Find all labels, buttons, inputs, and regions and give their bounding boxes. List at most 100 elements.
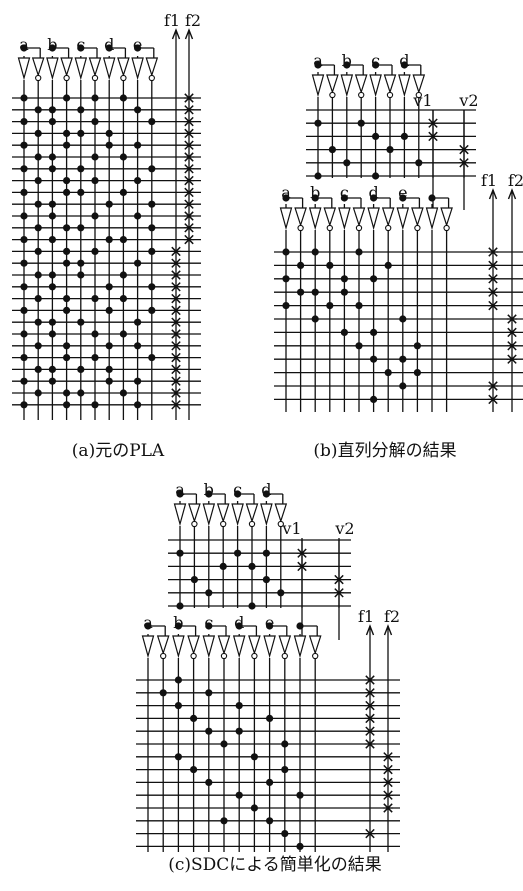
complement-inverter (278, 635, 292, 660)
inverter-triangle (274, 503, 288, 523)
complement-inverter (274, 503, 288, 528)
input-label-d: d (261, 480, 271, 499)
crosspoint-dot (357, 119, 365, 127)
crosspoint-dot (266, 714, 274, 723)
inverter-triangle (187, 635, 200, 655)
crosspoint-dot (190, 714, 198, 723)
crosspoint-dot (248, 602, 256, 610)
inversion-bubble (191, 520, 198, 528)
inverter-triangle (31, 57, 45, 77)
crosspoint-dot (48, 271, 57, 279)
crosspoint-dot (384, 369, 392, 377)
crosspoint-dot (174, 702, 182, 710)
output-cross-mark (170, 282, 182, 292)
complement-inverter (156, 635, 170, 660)
output-label-v2: v2 (334, 519, 354, 538)
crosspoint-dot (48, 165, 57, 173)
inverter-triangle (326, 74, 339, 94)
crosspoint-dot (105, 129, 113, 137)
crosspoint-dot (119, 389, 127, 397)
crosspoint-dot (34, 153, 42, 161)
crosspoint-dot (281, 740, 289, 748)
input-label-a: a (281, 183, 291, 202)
output-cross-mark (506, 314, 518, 324)
output-cross-mark (170, 270, 182, 280)
output-cross-mark (183, 223, 195, 233)
true-buffer (425, 207, 439, 231)
input-label-d: d (399, 51, 409, 70)
crosspoint-dot (134, 401, 142, 409)
crosspoint-dot (77, 318, 85, 326)
inversion-bubble (312, 652, 319, 660)
true-buffer (232, 635, 246, 659)
crosspoint-dot (63, 129, 71, 137)
crosspoint-dot (77, 188, 85, 196)
crosspoint-dot (148, 247, 156, 255)
crosspoint-dot (399, 382, 407, 390)
output-cross-mark (506, 327, 518, 338)
crosspoint-dot (415, 159, 423, 167)
crosspoint-dot (20, 330, 28, 338)
output-cross-mark (382, 764, 394, 775)
crosspoint-dot (262, 549, 270, 557)
inversion-bubble (190, 652, 197, 660)
crosspoint-dot (205, 727, 213, 735)
crosspoint-dot (34, 271, 42, 279)
inverter-triangle (216, 503, 230, 523)
inverter-triangle (381, 207, 395, 227)
crosspoint-dot (220, 740, 228, 748)
crosspoint-dot (91, 401, 99, 409)
crosspoint-dot (370, 395, 378, 403)
crosspoint-dot (262, 576, 270, 584)
crosspoint-dot (282, 275, 290, 283)
output-arrow-head (184, 28, 194, 40)
buffer-triangle (369, 74, 382, 98)
crosspoint-dot (328, 146, 336, 154)
crosspoint-dot (34, 224, 42, 232)
crosspoint-dot (34, 342, 42, 350)
crosspoint-dot (77, 129, 85, 137)
crosspoint-dot (355, 248, 363, 256)
inverter-triangle (354, 74, 368, 94)
crosspoint-dot (63, 389, 71, 397)
crosspoint-dot (400, 132, 408, 140)
crosspoint-dot (63, 188, 71, 196)
crosspoint-dot (159, 689, 167, 697)
crosspoint-dot (372, 172, 380, 180)
crosspoint-dot (34, 295, 42, 303)
crosspoint-dot (63, 354, 71, 362)
output-cross-mark (382, 803, 394, 813)
complement-inverter (411, 207, 424, 232)
crosspoint-dot (63, 177, 71, 185)
crosspoint-dot (20, 141, 28, 149)
input-label-b: b (310, 183, 320, 202)
complement-inverter (60, 57, 73, 82)
crosspoint-dot (34, 200, 42, 208)
crosspoint-dot (148, 200, 156, 208)
buffer-triangle (260, 503, 273, 527)
crosspoint-dot (48, 236, 57, 244)
crosspoint-dot (282, 302, 290, 310)
inversion-bubble (63, 74, 70, 82)
output-arrow-head (365, 624, 375, 636)
buffer-triangle (172, 635, 185, 659)
inverter-triangle (440, 207, 453, 227)
output-cross-mark (364, 675, 376, 685)
crosspoint-dot (134, 342, 142, 350)
true-buffer (338, 207, 351, 231)
crosspoint-dot (314, 119, 322, 127)
crosspoint-dot (91, 247, 99, 255)
crosspoint-dot (311, 248, 319, 256)
output-cross-mark (364, 688, 376, 698)
crosspoint-dot (148, 165, 156, 173)
crosspoint-dot (20, 401, 28, 409)
buffer-triangle (202, 635, 216, 659)
output-cross-mark (183, 211, 195, 221)
crosspoint-dot (190, 766, 198, 774)
complement-inverter (352, 207, 366, 232)
crosspoint-dot (399, 355, 407, 363)
crosspoint-dot (413, 342, 421, 350)
crosspoint-dot (340, 288, 348, 296)
crosspoint-dot (311, 288, 319, 296)
